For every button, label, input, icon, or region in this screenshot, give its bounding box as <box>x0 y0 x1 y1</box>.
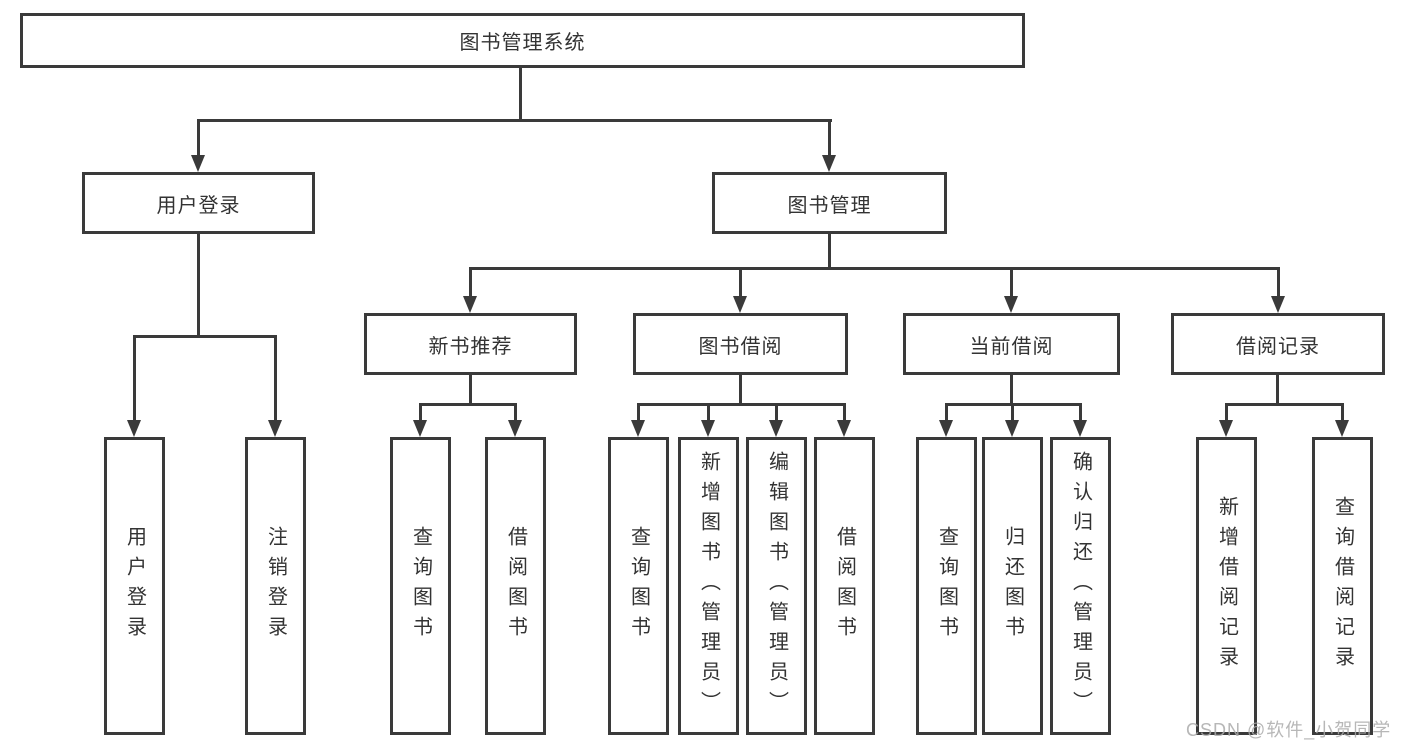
leaf-label: 归还图书 <box>1001 526 1024 646</box>
connector-line <box>775 403 778 422</box>
arrow-down-icon <box>1335 420 1349 437</box>
leaf-label: 新增图书（管理员） <box>697 451 720 721</box>
connector-line <box>469 267 1280 270</box>
connector-line <box>469 267 472 298</box>
leaf-borrow-books: 借阅图书 <box>814 437 875 735</box>
arrow-down-icon <box>508 420 522 437</box>
node-borrow-records: 借阅记录 <box>1171 313 1385 375</box>
leaf-query-borrow-record: 查询借阅记录 <box>1312 437 1373 735</box>
leaf-label: 查询借阅记录 <box>1331 496 1354 676</box>
leaf-label: 用户登录 <box>123 526 146 646</box>
leaf-label: 借阅图书 <box>504 526 527 646</box>
arrow-down-icon <box>769 420 783 437</box>
connector-line <box>1225 403 1228 422</box>
node-book-management: 图书管理 <box>712 172 947 234</box>
connector-line <box>274 335 277 422</box>
connector-line <box>828 119 831 157</box>
connector-line <box>133 335 136 422</box>
leaf-label: 查询图书 <box>409 526 432 646</box>
arrow-down-icon <box>701 420 715 437</box>
connector-line <box>1079 403 1082 422</box>
arrow-down-icon <box>127 420 141 437</box>
connector-line <box>1225 403 1344 406</box>
arrow-down-icon <box>939 420 953 437</box>
leaf-label: 查询图书 <box>627 526 650 646</box>
arrow-down-icon <box>733 296 747 313</box>
watermark: CSDN @软件_小贺同学 <box>1186 720 1392 740</box>
arrow-down-icon <box>268 420 282 437</box>
leaf-label: 查询图书 <box>935 526 958 646</box>
arrow-down-icon <box>413 420 427 437</box>
arrow-down-icon <box>822 155 836 172</box>
leaf-label: 借阅图书 <box>833 526 856 646</box>
connector-line <box>1277 267 1280 298</box>
leaf-user-login: 用户登录 <box>104 437 165 735</box>
connector-line <box>945 403 948 422</box>
connector-line <box>133 335 277 338</box>
connector-line <box>197 234 200 336</box>
leaf-query-books: 查询图书 <box>608 437 669 735</box>
leaf-return-books: 归还图书 <box>982 437 1043 735</box>
node-new-book-recommend: 新书推荐 <box>364 313 577 375</box>
connector-line <box>419 403 422 422</box>
connector-line <box>739 267 742 298</box>
arrow-down-icon <box>1004 296 1018 313</box>
node-book-borrowing: 图书借阅 <box>633 313 848 375</box>
connector-line <box>1010 375 1013 406</box>
connector-line <box>707 403 710 422</box>
arrow-down-icon <box>631 420 645 437</box>
leaf-label: 新增借阅记录 <box>1215 496 1238 676</box>
arrow-down-icon <box>1005 420 1019 437</box>
connector-line <box>514 403 517 422</box>
connector-line <box>843 403 846 422</box>
arrow-down-icon <box>837 420 851 437</box>
node-library-system: 图书管理系统 <box>20 13 1025 68</box>
arrow-down-icon <box>1073 420 1087 437</box>
connector-line <box>637 403 846 406</box>
node-current-borrowing: 当前借阅 <box>903 313 1120 375</box>
connector-line <box>419 403 517 406</box>
connector-line <box>519 68 522 120</box>
leaf-add-borrow-record: 新增借阅记录 <box>1196 437 1257 735</box>
connector-line <box>469 375 472 406</box>
leaf-label: 确认归还（管理员） <box>1069 451 1092 721</box>
connector-line <box>828 234 831 270</box>
arrow-down-icon <box>1271 296 1285 313</box>
connector-line <box>1010 267 1013 298</box>
leaf-edit-books-admin: 编辑图书（管理员） <box>746 437 807 735</box>
arrow-down-icon <box>191 155 205 172</box>
leaf-label: 注销登录 <box>264 526 287 646</box>
leaf-confirm-return-admin: 确认归还（管理员） <box>1050 437 1111 735</box>
connector-line <box>637 403 640 422</box>
node-user-login: 用户登录 <box>82 172 315 234</box>
connector-line <box>1276 375 1279 406</box>
leaf-query-books: 查询图书 <box>916 437 977 735</box>
leaf-label: 编辑图书（管理员） <box>765 451 788 721</box>
leaf-borrow-books: 借阅图书 <box>485 437 546 735</box>
arrow-down-icon <box>1219 420 1233 437</box>
connector-line <box>1341 403 1344 422</box>
connector-line <box>197 119 832 122</box>
connector-line <box>739 375 742 406</box>
connector-line <box>197 119 200 157</box>
leaf-add-books-admin: 新增图书（管理员） <box>678 437 739 735</box>
leaf-logout: 注销登录 <box>245 437 306 735</box>
connector-line <box>1011 403 1014 422</box>
leaf-query-books: 查询图书 <box>390 437 451 735</box>
arrow-down-icon <box>463 296 477 313</box>
